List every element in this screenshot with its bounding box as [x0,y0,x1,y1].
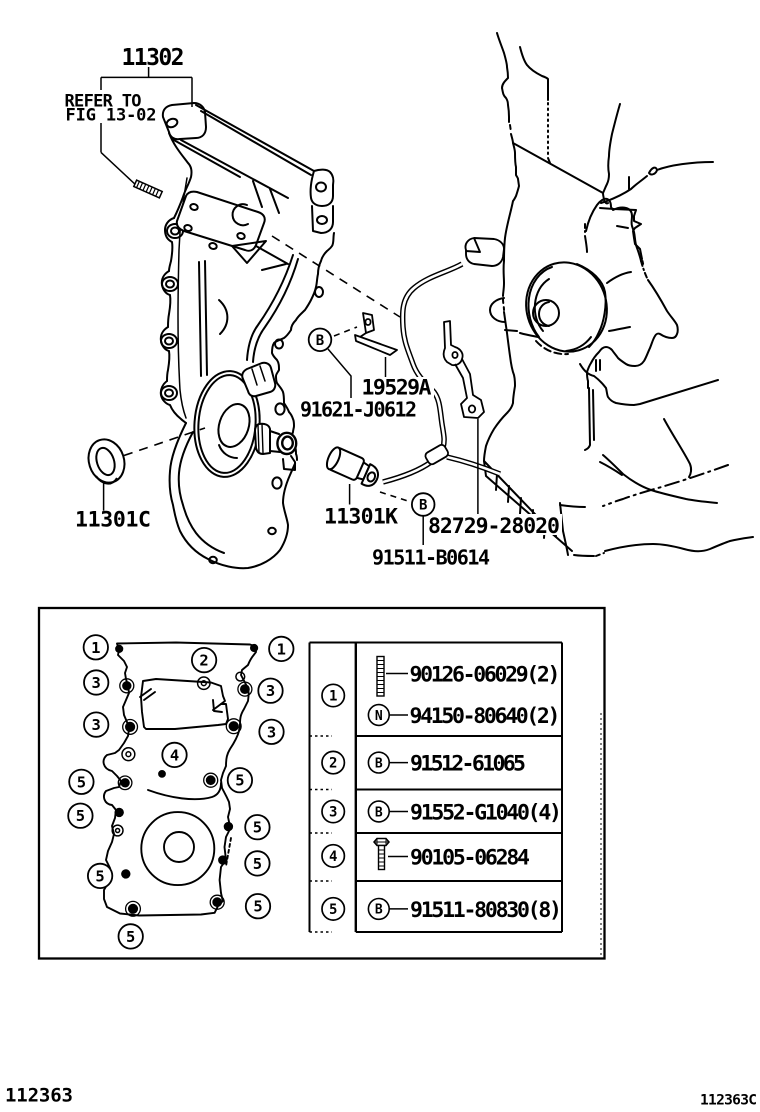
timing-cover-drawing [159,102,338,570]
part-label-19529A: 19529A [362,376,432,401]
callout-section: 1 1 2 3 3 3 3 4 5 5 5 5 5 5 5 5 [37,606,606,960]
bolt-small [158,770,166,778]
callout-1-left: 1 [82,634,109,661]
table-part-number-1a: 90126-06029(2) [410,663,561,688]
bolt-marker-circle-row3 [367,800,390,823]
callout-num: 3 [92,674,101,692]
bolt-marker-circle-row5 [367,897,390,921]
table-part-number-1b: 94150-80640(2) [410,704,561,729]
bolt-filled-ring [114,678,253,917]
fastener-table-grid [308,641,563,933]
callout-num: 5 [235,772,244,790]
table-callout-3: 3 [329,805,337,821]
detail-marker-b2: B [411,492,436,517]
table-part-number-2: 91512-61065 [410,752,526,777]
callout-section-border [37,606,606,960]
callout-1-right: 1 [268,635,295,663]
callout-num: 5 [76,807,85,825]
table-part-number-3: 91552-G1040(4) [410,801,562,826]
callout-num: 1 [91,639,100,657]
callout-num: 2 [199,652,208,670]
callout-5-r4: 5 [244,893,272,920]
callout-num: 5 [126,928,135,946]
callout-num: 4 [170,746,179,764]
refer-note-line2: FIG 13-02 [66,106,157,126]
refer-note-line1: REFER TO [65,92,142,112]
callout-4: 4 [161,741,188,769]
bolt-marker-circle-row2 [367,751,390,774]
callout-num: 3 [92,716,101,734]
figure-code-left: 112363 [5,1085,73,1107]
callout-5-l1: 5 [68,768,95,795]
callout-5-r1: 5 [226,767,253,794]
table-callout-5: 5 [329,902,337,918]
fastener-table: 1 2 3 4 5 N B B [308,641,563,933]
callout-num: 5 [253,898,262,916]
callout-5-r3: 5 [244,850,271,877]
bolt-rings [111,671,246,837]
crank-sensor-drawing [325,446,380,487]
bolt-studs [115,643,259,654]
callout-3-l2: 3 [83,711,110,738]
engine-wire-drawing [382,237,505,485]
callout-5-bottom: 5 [117,923,144,950]
callout-3-r2: 3 [258,718,285,745]
callout-num: 5 [95,867,104,885]
nut-marker-letter: N [375,709,383,724]
table-callout-2: 2 [329,756,337,772]
projection-lines [123,235,412,503]
table-part-number-5: 91511-80830(8) [410,898,562,923]
callout-3-l1: 3 [83,669,110,696]
bolt-marker-letter-row5: B [375,903,383,918]
detail-marker-b2-letter: B [419,498,427,514]
part-label-82729-28020: 82729-28020 [428,514,560,539]
table-callout-1: 1 [329,689,337,705]
part-label-11301K: 11301K [324,505,398,530]
callout-3-r1: 3 [257,677,284,704]
callout-markers: 1 1 2 3 3 3 3 4 5 5 5 5 5 5 5 5 [67,634,295,950]
detail-marker-b1-letter: B [316,333,324,349]
callout-num: 5 [253,855,262,873]
table-part-number-4: 90105-06284 [410,846,530,871]
callout-num: 3 [267,723,276,741]
callout-num: 5 [253,819,262,837]
table-callouts: 1 2 3 4 5 [321,683,346,921]
part-label-91511-B0614: 91511-B0614 [372,546,490,570]
part-label-91621-J0612: 91621-J0612 [300,398,417,422]
figure-code-right: 112363C [700,1093,757,1109]
callout-num: 1 [277,640,286,658]
plate-19529A-drawing [354,312,398,356]
hexbolt-icon [373,837,390,871]
stud-drawing [132,179,164,199]
nut-marker-circle [367,703,390,727]
stud-icon [376,655,385,697]
callout-2: 2 [191,646,218,674]
callout-5-l2: 5 [67,802,94,829]
callout-num: 3 [266,682,275,700]
bolt-marker-letter-row2: B [375,756,383,771]
bolt-marker-letter-row3: B [375,805,383,820]
table-callout-4: 4 [329,849,337,865]
callout-num: 5 [77,773,86,791]
detail-marker-b1: B [307,327,333,353]
part-label-11301C: 11301C [75,508,151,533]
bracket-82729-drawing [442,320,485,419]
cover-bolts [111,643,259,917]
part-label-11302: 11302 [122,45,185,71]
callout-5-r2: 5 [244,814,271,841]
label-backings [62,90,562,565]
engine-block-drawing [483,32,754,557]
callout-5-l3: 5 [87,862,114,890]
oil-seal-drawing [87,438,126,485]
